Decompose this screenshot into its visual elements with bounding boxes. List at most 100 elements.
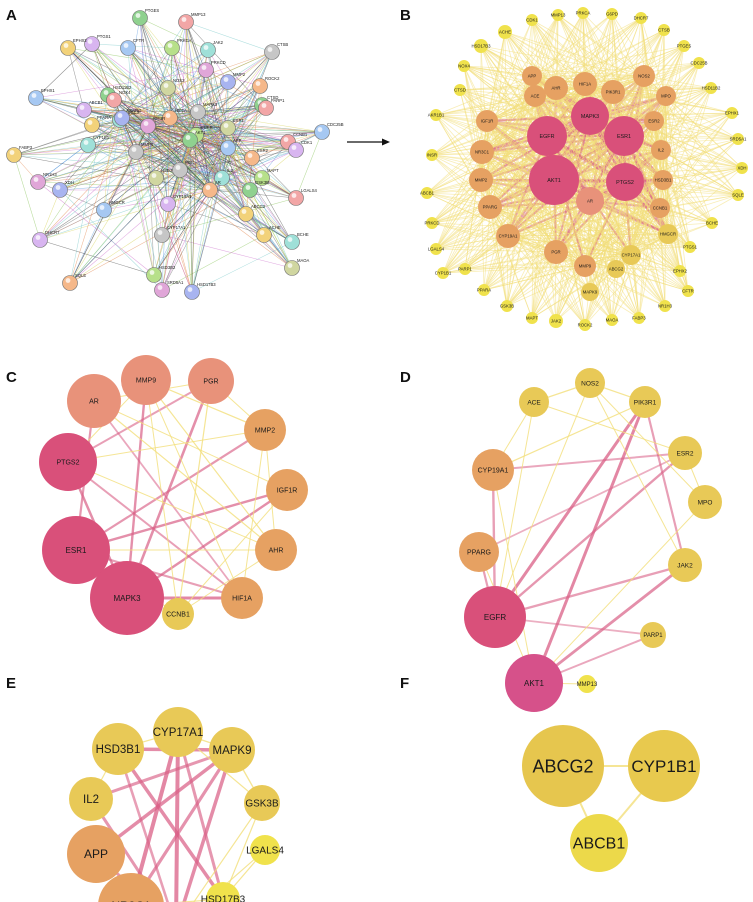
edge <box>489 206 533 319</box>
node-highlight <box>203 45 209 50</box>
node-ache: ACHE <box>256 225 281 243</box>
node-label: PTGS2 <box>57 459 80 466</box>
node-pgr: PGR <box>188 358 234 404</box>
node-circle <box>658 24 670 36</box>
node-nos2: NOS2 <box>633 65 655 87</box>
node-igf1r: IGF1R <box>476 110 498 132</box>
node-circle <box>571 97 609 135</box>
node-label: ROCK2 <box>578 323 593 328</box>
node-cdc25b: CDC25B <box>691 57 708 69</box>
edge <box>39 125 149 241</box>
edge <box>653 120 713 224</box>
node-app: APP <box>220 138 242 156</box>
node-circle <box>604 116 644 156</box>
edge <box>179 147 229 171</box>
node-label: LGALS4 <box>428 247 445 252</box>
node-circle <box>478 284 490 296</box>
node-label: PRKCA <box>576 11 591 16</box>
node-circle <box>244 409 286 451</box>
node-egfr: EGFR <box>464 586 526 648</box>
node-ptges: PTGES <box>677 40 691 52</box>
node-label: HMGCR <box>109 200 125 205</box>
edge <box>195 104 263 136</box>
node-circle <box>266 469 308 511</box>
node-circle <box>633 312 645 324</box>
node-circle <box>519 387 549 417</box>
node-label: HSD3B1 <box>161 168 178 173</box>
edge <box>91 43 181 171</box>
edge <box>435 95 536 116</box>
edge <box>241 429 266 599</box>
edge <box>121 117 169 205</box>
edge <box>189 139 211 191</box>
node-pgr: PGR <box>172 160 194 178</box>
edge <box>59 117 123 191</box>
node-circle <box>501 300 513 312</box>
node-highlight <box>31 93 37 98</box>
edge <box>584 75 645 326</box>
node-circle <box>472 449 514 491</box>
node-lgals4: LGALS4 <box>246 835 284 865</box>
edge <box>227 127 293 269</box>
edge <box>193 802 263 902</box>
edge <box>612 91 743 169</box>
edge <box>584 265 640 319</box>
edge <box>197 111 297 151</box>
node-ahr: AHR <box>255 529 297 571</box>
node-circle <box>653 170 673 190</box>
node-label: ABCB1 <box>89 100 103 105</box>
node-label: CYP19A1 <box>499 234 518 239</box>
node-highlight <box>223 123 229 128</box>
node-highlight <box>103 90 109 95</box>
node-circle <box>606 163 644 201</box>
node-nr3c1: NR3C1 <box>98 873 164 902</box>
edge <box>121 117 163 291</box>
edge <box>481 151 689 292</box>
node-nos2: NOS2 <box>160 78 185 96</box>
edge <box>39 177 223 241</box>
node-label: INSR <box>427 153 437 158</box>
node-label: PARP1 <box>643 633 663 639</box>
edge <box>660 87 712 151</box>
edge <box>161 234 265 291</box>
edge <box>113 99 155 276</box>
edge <box>37 181 105 211</box>
edge <box>638 207 661 319</box>
node-ptgs1: PTGS1 <box>683 241 698 253</box>
node-label: IL2 <box>83 794 99 806</box>
node-prkca: PRKCA <box>164 38 192 56</box>
edge <box>87 125 149 146</box>
node-label: AKR1B1 <box>428 113 445 118</box>
node-ptgs2: PTGS2 <box>606 163 644 201</box>
edge <box>177 380 212 615</box>
node-label: ABCB1 <box>420 191 435 196</box>
node-hmgcr: HMGCR <box>658 224 678 244</box>
panel-letter-b: B <box>400 7 411 24</box>
edge <box>589 115 640 319</box>
node-il2: IL2 <box>214 168 233 186</box>
node-label: ACHE <box>269 225 281 230</box>
node-circle <box>430 243 442 255</box>
edge <box>643 75 712 89</box>
node-label: IGF1R <box>153 116 165 121</box>
edge <box>93 400 288 491</box>
edge <box>135 151 293 243</box>
edge <box>135 151 247 215</box>
node-label: PRKCA <box>177 38 192 43</box>
node-ctsb: CTSB <box>658 24 670 36</box>
edge <box>227 147 247 215</box>
node-label: EPHX2 <box>673 269 688 274</box>
edge <box>665 95 739 140</box>
node-label: IGF1R <box>277 487 298 494</box>
edge <box>169 117 247 215</box>
node-label: PTGS1 <box>683 245 698 250</box>
node-xdh: XDH <box>52 180 74 198</box>
node-circle <box>67 825 125 883</box>
edge <box>69 169 181 284</box>
node-circle <box>526 14 538 26</box>
edge <box>35 43 93 99</box>
